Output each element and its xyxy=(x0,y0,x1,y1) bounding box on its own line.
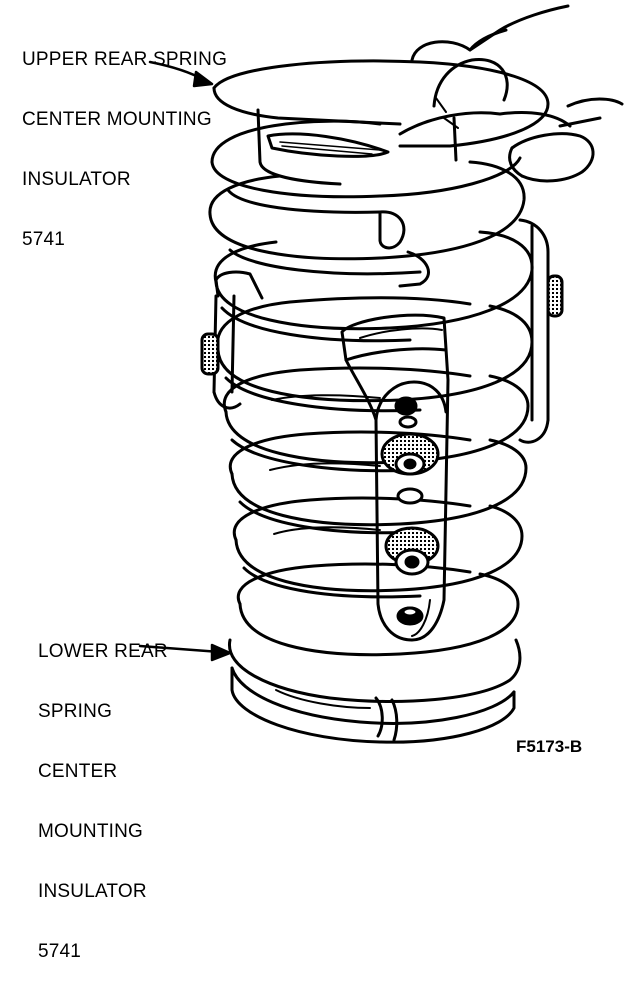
lower-adjuster-nut xyxy=(384,526,440,576)
coil-spring xyxy=(208,119,534,657)
upper-insulator-label: UPPER REAR SPRING CENTER MOUNTING INSULA… xyxy=(22,10,227,270)
upper-insulator xyxy=(212,59,550,186)
lower-label-leader xyxy=(138,643,232,662)
upper-label-line-1: UPPER REAR SPRING xyxy=(22,49,228,70)
compressor-plate xyxy=(340,313,450,642)
upper-label-line-3: INSULATOR xyxy=(22,169,131,190)
compressor-bracket-left xyxy=(200,270,264,410)
upper-label-leader xyxy=(148,60,214,88)
plate-holes xyxy=(394,396,424,626)
upper-label-line-4: 5741 xyxy=(22,229,66,250)
lower-label-line-4: MOUNTING xyxy=(38,821,144,842)
lower-insulator-label: LOWER REAR SPRING CENTER MOUNTING INSULA… xyxy=(38,602,168,982)
upper-label-line-2: CENTER MOUNTING xyxy=(22,109,212,130)
lower-label-line-5: INSULATOR xyxy=(38,881,147,902)
upper-adjuster-nut xyxy=(380,432,440,505)
hand xyxy=(398,4,624,183)
lower-label-line-3: CENTER xyxy=(38,761,118,782)
figure-id: F5173-B xyxy=(516,737,583,756)
lower-label-line-1: LOWER REAR xyxy=(38,641,168,662)
compressor-bracket-right xyxy=(518,218,564,444)
lower-insulator xyxy=(228,638,522,744)
lower-label-line-6: 5741 xyxy=(38,941,82,962)
spring-compressor-illustration xyxy=(138,4,624,744)
lower-label-line-2: SPRING xyxy=(38,701,113,722)
